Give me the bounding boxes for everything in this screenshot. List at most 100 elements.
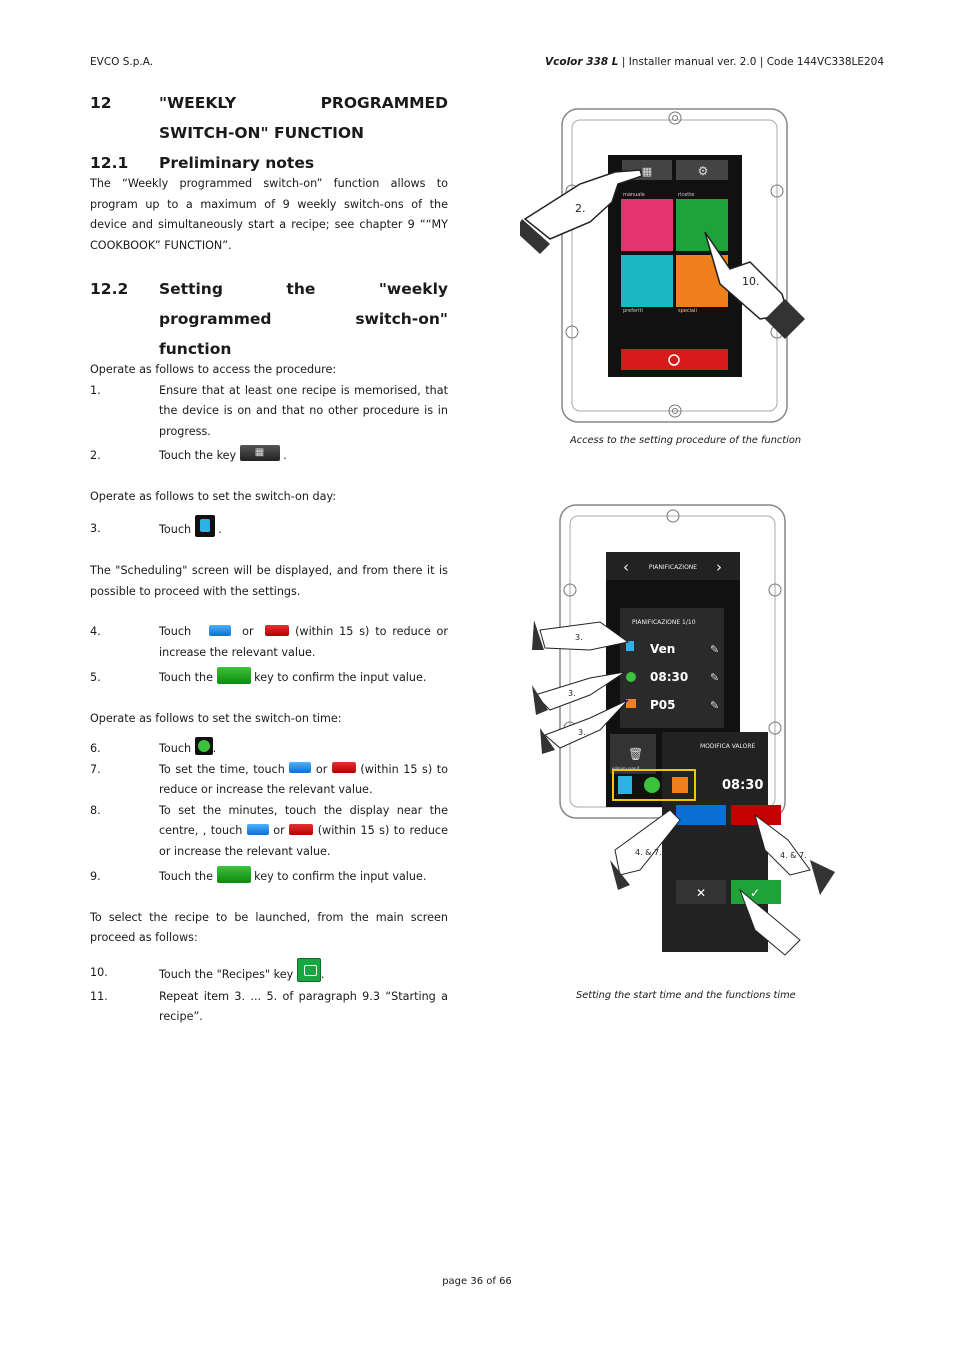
step-text: (within 15 s) to reduce or increase the … bbox=[159, 762, 448, 797]
confirm-key-icon bbox=[216, 865, 251, 883]
step-text: . bbox=[212, 742, 217, 755]
hand-pointer-right bbox=[704, 231, 805, 339]
plus-key-icon bbox=[289, 823, 314, 835]
row-day[interactable]: Ven bbox=[650, 642, 675, 656]
step-number: 1. bbox=[90, 383, 101, 397]
tile-manual[interactable] bbox=[621, 199, 673, 251]
callout-10: 10. bbox=[742, 275, 760, 288]
delete-schedule-button[interactable] bbox=[610, 734, 656, 774]
tile-manual-label: manuale bbox=[623, 192, 645, 198]
step-text: (within 15 s) to reduce or increase the … bbox=[159, 824, 448, 858]
row-time[interactable]: 08:30 bbox=[650, 670, 688, 684]
confirm-key-icon bbox=[216, 666, 251, 684]
step-11: 11. Repeat item 3. ... 5. of paragraph 9… bbox=[90, 987, 448, 1028]
hand-pointers bbox=[532, 620, 835, 956]
chevron-right-icon[interactable]: › bbox=[716, 558, 722, 576]
settings-button[interactable] bbox=[676, 160, 728, 180]
step-7: 7. To set the time, touch or (within 15 … bbox=[90, 760, 448, 801]
plus-button[interactable] bbox=[731, 805, 781, 825]
step-text: To set the minutes, touch the display ne… bbox=[159, 803, 448, 838]
intro-access: Operate as follows to access the procedu… bbox=[90, 363, 337, 376]
section-12-2-heading-cont: programmed switch-on" bbox=[90, 304, 448, 334]
step-text: To set the time, touch bbox=[159, 762, 285, 776]
power-button[interactable] bbox=[621, 349, 728, 370]
step-text: key to confirm the input value. bbox=[254, 671, 427, 684]
step-text: Repeat item 3. ... 5. of paragraph 9.3 “… bbox=[159, 989, 448, 1024]
chevron-left-icon[interactable]: ‹ bbox=[623, 558, 629, 576]
step-text: Touch the "Recipes" key bbox=[159, 967, 294, 981]
edit-icon[interactable]: ✎ bbox=[710, 699, 719, 712]
delete-label: elimina pianif. bbox=[612, 766, 640, 771]
edit-icon[interactable]: ✎ bbox=[710, 643, 719, 656]
power-icon bbox=[668, 354, 680, 366]
step-text: or bbox=[315, 762, 328, 776]
tile-favorites[interactable] bbox=[621, 255, 673, 307]
step-number: 5. bbox=[90, 671, 101, 684]
screen-title: PIANIFICAZIONE bbox=[649, 564, 697, 571]
day-icon bbox=[626, 641, 634, 651]
section-number: 12.1 bbox=[90, 154, 129, 172]
callout-3b: 3. bbox=[568, 689, 576, 698]
section-12-1-heading: 12.1 Preliminary notes bbox=[90, 148, 448, 178]
intro-time: Operate as follows to set the switch-on … bbox=[90, 711, 342, 725]
callout-3c: 3. bbox=[578, 728, 586, 737]
header-product: Vcolor 338 L bbox=[545, 56, 619, 68]
preliminary-notes-text: The “Weekly programmed switch-on” functi… bbox=[90, 177, 448, 252]
callout-2: 2. bbox=[575, 202, 586, 215]
cancel-button[interactable] bbox=[676, 880, 726, 904]
hand-pointer-left bbox=[520, 169, 643, 254]
section-title-line: SWITCH-ON" FUNCTION bbox=[159, 124, 365, 142]
close-icon: ✕ bbox=[696, 886, 706, 900]
intro-day: Operate as follows to set the switch-on … bbox=[90, 489, 337, 503]
step-number: 7. bbox=[90, 762, 101, 776]
popup-title: MODIFICA VALORE bbox=[700, 743, 756, 750]
step-2: 2. Touch the key . bbox=[90, 445, 448, 467]
trash-icon: 🗑 bbox=[628, 747, 643, 761]
tile-recipes-label: ricette bbox=[678, 192, 694, 198]
figure-device-main-screen: ⚙ ▦ manuale ricette preferiti speciali 2… bbox=[520, 108, 805, 423]
check-icon: ✓ bbox=[750, 886, 760, 900]
step-text: or bbox=[273, 824, 285, 837]
minus-key-icon bbox=[246, 823, 269, 835]
figure-scheduling-screen: ‹ › PIANIFICAZIONE PIANIFICAZIONE 1/10 V… bbox=[532, 504, 835, 956]
popup-value: 08:30 bbox=[722, 778, 763, 793]
section-12-heading-cont: SWITCH-ON" FUNCTION bbox=[90, 118, 448, 148]
tile-favorites-label: preferiti bbox=[623, 308, 643, 314]
calendar-key-icon bbox=[239, 445, 280, 461]
section-title-line: "WEEKLY PROGRAMMED bbox=[159, 94, 448, 112]
section-title: Preliminary notes bbox=[159, 154, 315, 172]
section-number: 12 bbox=[90, 94, 112, 112]
tile-special-label: speciali bbox=[678, 308, 697, 314]
step-3: 3. Touch . bbox=[90, 515, 448, 541]
row-program[interactable]: P05 bbox=[650, 698, 676, 712]
step-number: 11. bbox=[90, 989, 108, 1003]
step-text: key to confirm the input value. bbox=[254, 870, 427, 883]
section-title-line: function bbox=[159, 340, 232, 358]
step-text: Ensure that at least one recipe is memor… bbox=[159, 383, 448, 438]
step-number: 9. bbox=[90, 870, 101, 883]
calendar-icon: ▦ bbox=[642, 165, 652, 178]
section-12-2-heading: 12.2 Setting the "weekly bbox=[90, 274, 448, 304]
step-9: 9. Touch the key to confirm the input va… bbox=[90, 865, 448, 888]
step-text: Touch bbox=[159, 742, 192, 755]
step-text: Touch the key bbox=[159, 449, 237, 462]
step-text: or bbox=[242, 625, 254, 638]
step-5: 5. Touch the key to confirm the input va… bbox=[90, 666, 448, 689]
tile-recipes[interactable] bbox=[676, 199, 728, 251]
clock-icon bbox=[194, 737, 213, 755]
step-text: . bbox=[218, 523, 222, 536]
step-text: (within 15 s) to reduce or increase the … bbox=[159, 625, 448, 659]
step-10: 10. Touch the "Recipes" key . bbox=[90, 957, 448, 987]
minus-key-icon bbox=[208, 624, 231, 636]
step-number: 8. bbox=[90, 803, 101, 817]
day-icon bbox=[194, 515, 215, 537]
program-icon bbox=[626, 699, 636, 708]
step-1: 1. Ensure that at least one recipe is me… bbox=[90, 381, 448, 443]
header-manual-info: Vcolor 338 L | Installer manual ver. 2.0… bbox=[545, 56, 884, 68]
minus-button[interactable] bbox=[676, 805, 726, 825]
step-6: 6. Touch . bbox=[90, 737, 448, 760]
page-number: page 36 of 66 bbox=[442, 1276, 512, 1287]
edit-icon[interactable]: ✎ bbox=[710, 671, 719, 684]
plus-key-icon bbox=[331, 762, 356, 773]
confirm-button[interactable] bbox=[731, 880, 781, 904]
